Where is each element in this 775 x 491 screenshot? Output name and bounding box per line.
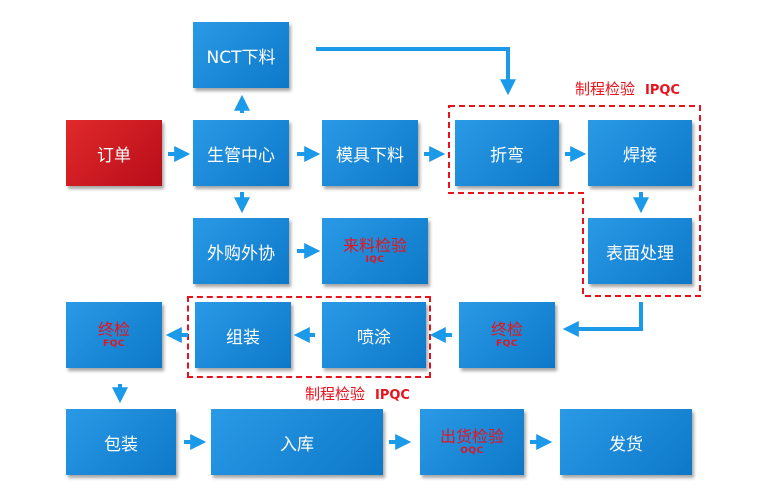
node-bending: 折弯 bbox=[455, 120, 559, 186]
node-storage-label: 入库 bbox=[280, 434, 314, 455]
node-fqc-left-code: FQC bbox=[103, 339, 125, 349]
node-warehousing: 入库 bbox=[211, 409, 383, 475]
node-production-control: 生管中心 bbox=[193, 120, 289, 186]
node-oqc-label: 出货检验 bbox=[439, 427, 504, 446]
node-incoming-inspection: 来料检验 IQC bbox=[322, 218, 428, 284]
node-pmc-label: 生管中心 bbox=[207, 145, 275, 166]
node-order-label: 订单 bbox=[97, 145, 131, 166]
node-surface-treatment: 表面处理 bbox=[588, 218, 692, 284]
node-fqc-right-label: 终检 bbox=[490, 320, 523, 339]
node-spray-label: 喷涂 bbox=[357, 327, 391, 348]
node-outsourcing: 外购外协 bbox=[193, 218, 289, 284]
node-nct-label: NCT下料 bbox=[206, 47, 276, 68]
node-welding: 焊接 bbox=[588, 120, 692, 186]
node-final-inspection-right: 终检 FQC bbox=[459, 302, 555, 368]
node-weld-label: 焊接 bbox=[623, 145, 657, 166]
node-fqc-left-label: 终检 bbox=[97, 320, 130, 339]
node-order: 订单 bbox=[66, 120, 162, 186]
node-outsource-label: 外购外协 bbox=[207, 243, 275, 264]
node-assembly: 组装 bbox=[195, 302, 291, 368]
arrow-nct-to-bend bbox=[316, 47, 516, 96]
node-final-inspection-left: 终检 FQC bbox=[66, 302, 162, 368]
node-assembly-label: 组装 bbox=[226, 327, 260, 348]
node-outgoing-inspection: 出货检验 OQC bbox=[420, 409, 524, 475]
node-moldcut-label: 模具下料 bbox=[336, 145, 404, 166]
node-bend-label: 折弯 bbox=[490, 145, 524, 166]
node-mold-cutting: 模具下料 bbox=[322, 120, 418, 186]
node-ship-label: 发货 bbox=[609, 434, 643, 455]
node-spraying: 喷涂 bbox=[322, 302, 426, 368]
node-shipping: 发货 bbox=[560, 409, 692, 475]
node-iqc-label: 来料检验 bbox=[342, 236, 407, 255]
arrow-surface-to-fqc bbox=[562, 302, 643, 337]
node-pack-label: 包装 bbox=[104, 434, 138, 455]
node-surface-label: 表面处理 bbox=[606, 243, 674, 264]
node-packing: 包装 bbox=[66, 409, 176, 475]
node-iqc-code: IQC bbox=[365, 255, 385, 265]
node-nct-cutting: NCT下料 bbox=[193, 22, 289, 88]
node-fqc-right-code: FQC bbox=[496, 339, 518, 349]
node-oqc-code: OQC bbox=[460, 446, 484, 456]
